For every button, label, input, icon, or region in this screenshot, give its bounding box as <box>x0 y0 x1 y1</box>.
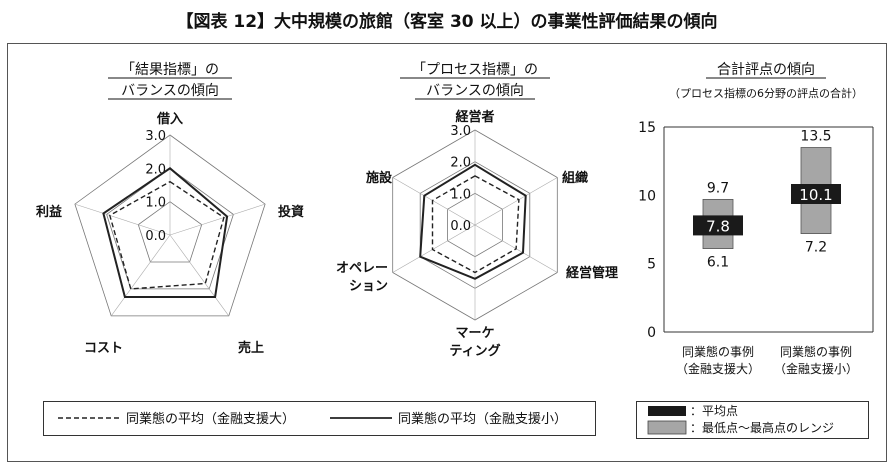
radar-tick-label: 0.0 <box>450 219 471 234</box>
mid-panel-title-1: 「プロセス指標」の <box>412 62 538 78</box>
left-panel-title-2: バランスの傾向 <box>121 83 219 99</box>
radar-tick-label: 1.0 <box>450 187 471 202</box>
radar-axis-label: 投資 <box>278 204 304 220</box>
right-panel-subtitle: （プロセス指標の6分野の評点の合計） <box>669 86 863 100</box>
radar-grid-ring <box>74 134 266 317</box>
radar-axis-label: 借入 <box>156 111 183 127</box>
radar-axis-label: 組織 <box>562 170 588 186</box>
legend-box-left <box>43 401 596 436</box>
y-tick-label: 0 <box>647 325 656 341</box>
legend-range-swatch <box>647 420 687 435</box>
radar-axis-line <box>110 234 171 317</box>
legend-box-right <box>636 401 869 439</box>
series-line-dashed <box>108 180 225 290</box>
max-value-label: 13.5 <box>800 129 831 145</box>
radar-axis-label: 施設 <box>366 170 393 186</box>
legend-avg-label: ：平均点 <box>690 404 738 418</box>
category-label: 同業態の事例 <box>682 344 754 359</box>
radar-axis-line <box>392 177 476 226</box>
radar-tick-label: 1.0 <box>145 196 166 211</box>
radar-tick-label: 2.0 <box>450 156 471 171</box>
radar-tick-label: 2.0 <box>145 162 166 177</box>
radar-grid-ring <box>106 167 234 290</box>
range-chart-total-score: 0 5 10 15 7.8 9.7 6.1 同業態の事例 （金融支援大） 10.1 13.5 7.2 同… <box>638 120 874 376</box>
radar-axis-label: コスト <box>84 341 123 356</box>
radar-axis-label: オペレーション <box>336 261 388 294</box>
mid-panel-title-2: バランスの傾向 <box>426 83 524 99</box>
radar-axis-label: 経営者 <box>455 109 494 125</box>
avg-marker <box>791 184 841 204</box>
y-tick-label: 10 <box>638 188 656 204</box>
radar-tick-label: 3.0 <box>145 129 166 144</box>
category-label: （金融支援大） <box>676 361 760 376</box>
radar-tick-label: 3.0 <box>450 124 471 139</box>
radar-axis-line <box>169 234 230 317</box>
radar-axis-label: 経営管理 <box>566 265 618 281</box>
avg-value-label: 10.1 <box>799 186 832 204</box>
avg-marker <box>693 215 743 236</box>
avg-value-label: 7.8 <box>706 217 730 235</box>
y-tick-label: 5 <box>647 257 656 273</box>
series-line-dashed <box>431 175 520 274</box>
category-label: （金融支援小） <box>774 361 858 376</box>
min-value-label: 7.2 <box>805 240 827 256</box>
radar-axis-line <box>474 177 558 226</box>
figure-frame <box>7 43 887 462</box>
legend-dashed-label: 同業態の平均（金融支援大） <box>126 411 295 427</box>
min-value-label: 6.1 <box>707 255 729 271</box>
legend-solid-label: 同業態の平均（金融支援小） <box>398 411 567 427</box>
max-value-label: 9.7 <box>707 180 729 196</box>
figure-title: 【図表 12】大中規模の旅館（客室 30 以上）の事業性評価結果の傾向 <box>176 11 717 32</box>
legend-range-label: ：最低点～最高点のレンジ <box>690 420 834 435</box>
radar-grid-ring <box>137 201 203 263</box>
radar-axis-line <box>169 203 266 236</box>
radar-axis-line <box>392 224 476 273</box>
radar-tick-label: 0.0 <box>145 229 166 244</box>
radar-axis-label: 売上 <box>238 340 264 356</box>
category-label: 同業態の事例 <box>780 344 852 359</box>
radar-axis-label: マーケティング <box>449 326 500 359</box>
y-tick-label: 15 <box>638 120 656 136</box>
left-panel-title-1: 「結果指標」の <box>121 62 219 78</box>
legend-avg-swatch <box>648 406 686 416</box>
right-panel-title-1: 合計評点の傾向 <box>717 62 815 78</box>
radar-axis-label: 利益 <box>36 204 62 220</box>
radar-axis-line <box>74 203 171 236</box>
series-line-solid <box>102 167 229 298</box>
series-line-solid <box>419 163 527 280</box>
